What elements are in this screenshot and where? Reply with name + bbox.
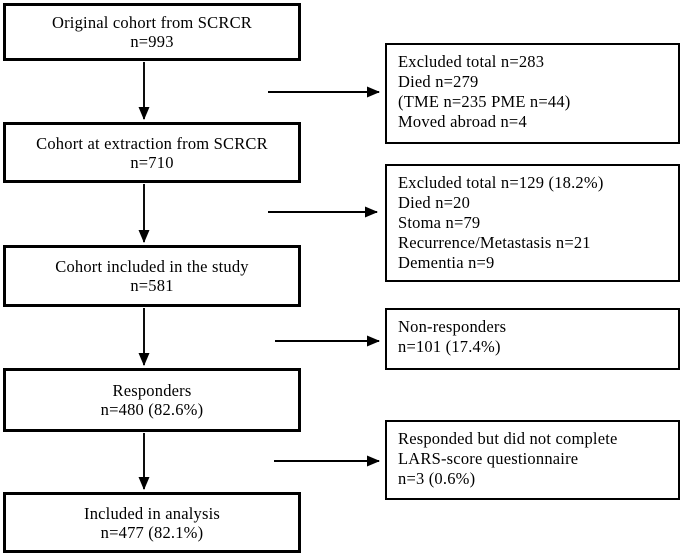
box-line: Included in analysis [84, 503, 220, 523]
box-line: Responders [112, 381, 192, 400]
side-box-excluded-total-283: Excluded total n=283 Died n=279 (TME n=2… [385, 43, 680, 144]
box-line: Excluded total n=129 (18.2%) [398, 173, 604, 192]
side-box-excluded-total-129: Excluded total n=129 (18.2%) Died n=20 S… [385, 164, 680, 282]
box-line: Responded but did not complete [398, 429, 618, 448]
box-line: n=3 (0.6%) [398, 469, 476, 488]
box-line: n=993 [130, 32, 174, 51]
box-line: Dementia n=9 [398, 253, 495, 272]
box-line: n=477 (82.1%) [100, 522, 204, 542]
main-box-responders: Responders n=480 (82.6%) [3, 368, 301, 432]
box-line: Stoma n=79 [398, 213, 481, 232]
box-line: Died n=20 [398, 193, 471, 212]
box-line: n=710 [130, 152, 174, 172]
box-line: Excluded total n=283 [398, 52, 545, 71]
box-line: Recurrence/Metastasis n=21 [398, 233, 591, 252]
main-box-included-analysis: Included in analysis n=477 (82.1%) [3, 492, 301, 553]
box-line: Died n=279 [398, 72, 479, 91]
box-line: (TME n=235 PME n=44) [398, 92, 571, 111]
main-box-study-cohort: Cohort included in the study n=581 [3, 245, 301, 307]
main-box-original-cohort: Original cohort from SCRCR n=993 [3, 3, 301, 61]
box-line: Moved abroad n=4 [398, 112, 527, 131]
box-line: n=480 (82.6%) [100, 400, 204, 419]
side-box-incomplete-lars: Responded but did not complete LARS-scor… [385, 420, 680, 500]
box-line: Cohort included in the study [55, 257, 249, 276]
box-line: n=101 (17.4%) [398, 337, 501, 356]
main-box-extraction-cohort: Cohort at extraction from SCRCR n=710 [3, 122, 301, 183]
box-line: Non-responders [398, 317, 507, 336]
box-line: Cohort at extraction from SCRCR [36, 133, 268, 153]
box-line: Original cohort from SCRCR [52, 13, 252, 32]
box-line: LARS-score questionnaire [398, 449, 579, 468]
box-line: n=581 [130, 276, 174, 295]
side-box-non-responders: Non-responders n=101 (17.4%) [385, 308, 680, 370]
